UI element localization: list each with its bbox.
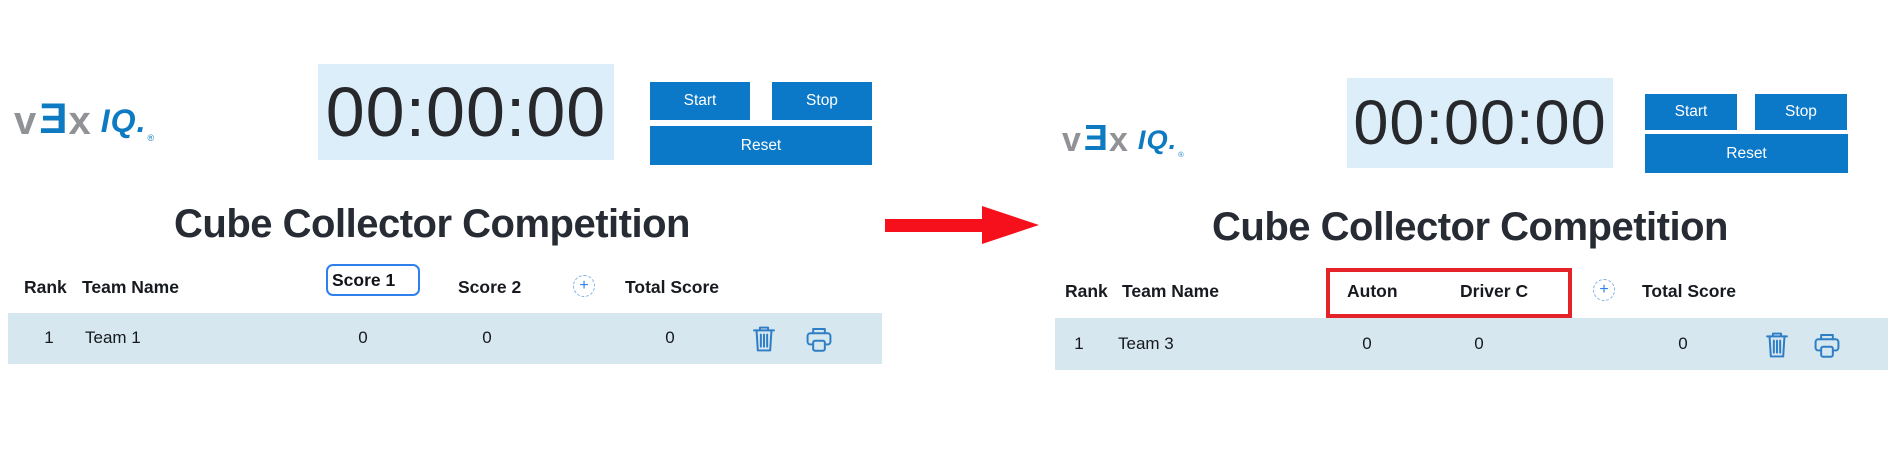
stop-button[interactable]: Stop xyxy=(1755,94,1847,130)
transition-arrow xyxy=(885,206,1039,244)
reset-button[interactable]: Reset xyxy=(1645,134,1848,173)
logo-letter-x: x xyxy=(68,99,93,144)
team-name-cell: Team 3 xyxy=(1118,334,1174,353)
vex-iq-logo: v Ǝ x IQ. ® xyxy=(1062,117,1184,160)
timer-display: 00:00:00 xyxy=(318,64,614,160)
stop-button[interactable]: Stop xyxy=(772,82,872,120)
timer-display: 00:00:00 xyxy=(1347,78,1613,168)
printer-icon xyxy=(1814,334,1840,358)
score2-column-header[interactable]: Driver C xyxy=(1460,281,1529,301)
trash-icon xyxy=(1766,332,1788,358)
score2-cell[interactable]: 0 xyxy=(482,328,492,347)
logo-iq: IQ. xyxy=(1137,124,1178,156)
delete-team-button[interactable] xyxy=(751,324,781,354)
total-score-column-header: Total Score xyxy=(1642,281,1737,301)
logo-letter-v: v xyxy=(14,99,39,144)
arrow-shaft xyxy=(885,219,983,232)
total-score-column-header: Total Score xyxy=(625,277,720,297)
rank-column-header: Rank xyxy=(1065,281,1108,301)
print-team-button[interactable] xyxy=(805,325,835,355)
team-name-column-header: Team Name xyxy=(82,277,179,297)
logo-letter-e: Ǝ xyxy=(1083,117,1108,158)
delete-team-button[interactable] xyxy=(1764,330,1794,360)
score2-cell[interactable]: 0 xyxy=(1474,334,1484,353)
start-button[interactable]: Start xyxy=(650,82,750,120)
printer-icon xyxy=(806,328,832,352)
score1-header-input[interactable] xyxy=(326,264,420,296)
logo-letter-v: v xyxy=(1062,121,1083,160)
team-name-column-header: Team Name xyxy=(1122,281,1219,301)
team-row: 1 Team 3 0 0 0 xyxy=(1055,318,1888,370)
reset-button[interactable]: Reset xyxy=(650,126,872,165)
rank-cell: 1 xyxy=(1074,334,1084,353)
team-name-cell: Team 1 xyxy=(85,328,141,347)
score1-cell[interactable]: 0 xyxy=(358,328,368,347)
logo-registered-mark: ® xyxy=(1178,149,1184,159)
score2-column-header[interactable]: Score 2 xyxy=(458,277,522,297)
total-score-cell: 0 xyxy=(665,328,675,347)
trash-icon xyxy=(753,326,775,352)
page-title: Cube Collector Competition xyxy=(174,202,690,246)
add-column-button[interactable]: + xyxy=(1593,279,1615,301)
panel-after: v Ǝ x IQ. ® 00:00:00 Start Stop Reset Cu… xyxy=(1050,0,1898,452)
start-button[interactable]: Start xyxy=(1645,94,1737,130)
arrow-head-icon xyxy=(982,206,1039,244)
team-row: 1 Team 1 0 0 0 xyxy=(8,313,882,364)
score1-cell[interactable]: 0 xyxy=(1362,334,1372,353)
logo-letter-e: Ǝ xyxy=(39,95,68,142)
logo-letter-x: x xyxy=(1108,121,1130,160)
page-title: Cube Collector Competition xyxy=(1212,205,1728,249)
add-column-button[interactable]: + xyxy=(573,275,595,297)
highlight-box xyxy=(1326,268,1572,318)
total-score-cell: 0 xyxy=(1678,334,1688,353)
rank-column-header: Rank xyxy=(24,277,67,297)
print-team-button[interactable] xyxy=(1813,331,1843,361)
vex-iq-logo: v Ǝ x IQ. ® xyxy=(14,95,154,144)
logo-iq: IQ. xyxy=(100,103,147,140)
score1-column-header[interactable]: Auton xyxy=(1347,281,1398,301)
rank-cell: 1 xyxy=(44,328,54,347)
panel-before: v Ǝ x IQ. ® 00:00:00 Start Stop Reset Cu… xyxy=(8,64,882,364)
logo-registered-mark: ® xyxy=(147,132,154,143)
